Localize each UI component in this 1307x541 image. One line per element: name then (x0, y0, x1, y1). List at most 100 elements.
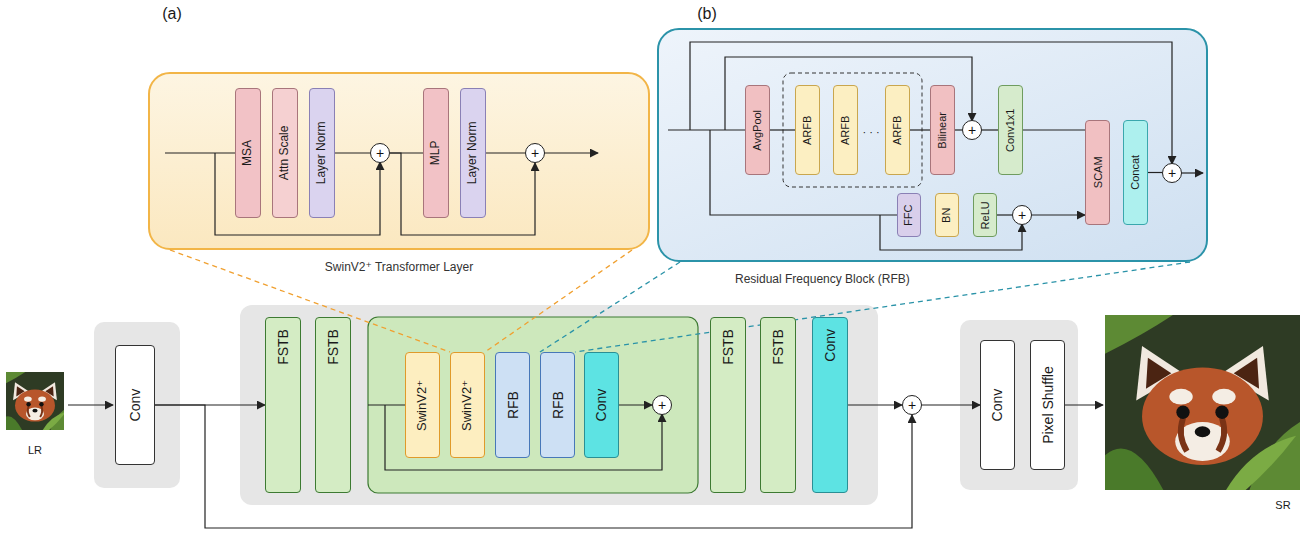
fstb-box: FSTB (760, 317, 796, 493)
connector (619, 404, 652, 405)
box-label: Layer Norm (315, 122, 329, 185)
box-label: Conv (989, 389, 1005, 422)
zoom-leader (485, 250, 632, 352)
box-label: FSTB (720, 329, 736, 365)
box-label: SwinV2⁺ (415, 380, 430, 431)
box-label: FSTB (325, 329, 341, 365)
conv-box: Conv (115, 345, 155, 465)
operator-symbol: + (658, 398, 666, 412)
box-label: FSTB (275, 329, 291, 365)
connector (486, 152, 525, 153)
rfb-box: RFB (495, 352, 530, 458)
box-label: Bilinear (936, 112, 949, 149)
box-label: ARFB (891, 115, 904, 144)
sum-node: + (902, 395, 922, 415)
box-label: Attn Scale (278, 126, 292, 181)
conv-box: Conv (980, 340, 1015, 470)
norm-box: Layer Norm (309, 88, 335, 218)
process-box: Attn Scale (272, 88, 298, 218)
process-box: MSA (235, 88, 261, 218)
swin-box: SwinV2⁺ (405, 352, 440, 458)
sum-node: + (1012, 205, 1032, 225)
wire (68, 404, 113, 405)
connector (955, 129, 962, 130)
process-box: Conv1x1 (998, 85, 1023, 175)
operator-symbol: + (968, 123, 976, 137)
box-label: MSA (241, 140, 255, 166)
rfb-box: RFB (540, 352, 575, 458)
lr-image (3, 372, 67, 430)
box-label: ARFB (839, 115, 852, 144)
fstb-box: FSTB (265, 317, 301, 493)
process-box: MLP (423, 88, 449, 218)
box-label: FFC (903, 204, 916, 225)
box-label: Conv1x1 (1004, 108, 1017, 151)
sum-node: + (1162, 163, 1182, 183)
panel-tag: (b) (697, 4, 717, 23)
operator-symbol: + (908, 398, 916, 412)
panel-caption: Residual Frequency Block (RFB) (735, 272, 1282, 286)
label-holder: SR (1223, 495, 1307, 513)
box-label: MLP (429, 141, 443, 166)
fstb-group (368, 317, 698, 493)
box-label: RFB (549, 391, 565, 419)
connector (848, 404, 902, 405)
norm-box: Layer Norm (460, 88, 486, 218)
process-box: ReLU (973, 193, 997, 237)
zoom-leader (540, 262, 680, 352)
dashed-group (783, 73, 922, 187)
conv-box: Conv (584, 352, 619, 458)
process-box: ARFB (885, 85, 910, 175)
box-label: ARFB (801, 115, 814, 144)
operator-symbol: + (531, 146, 539, 160)
box-label: Concat (1129, 155, 1142, 190)
box-label: Layer Norm (466, 122, 480, 185)
panel-caption: SwinV2⁺ Transformer Layer (150, 260, 648, 274)
box-label: FSTB (770, 329, 786, 365)
connector (922, 404, 980, 405)
box-label: BN (941, 207, 954, 222)
connector (1032, 214, 1085, 215)
box-label: Conv (127, 389, 143, 422)
connector (1023, 129, 1085, 130)
connector (982, 129, 998, 130)
connector (1148, 172, 1162, 173)
connector (910, 129, 930, 130)
layer-panel: SwinV2⁺ Transformer LayerMSAAttn ScaleLa… (148, 72, 650, 250)
box-label: SCAM (1091, 157, 1104, 189)
connector (335, 152, 370, 153)
label-holder: LR (0, 440, 95, 458)
fstb-box: FSTB (710, 317, 746, 493)
wire (368, 404, 405, 405)
image-label: LR (28, 444, 42, 457)
wire (165, 152, 235, 153)
process-box: FFC (897, 193, 921, 237)
box-label: Conv (822, 329, 838, 362)
wire (668, 129, 745, 130)
label-holder: (b) (647, 4, 767, 23)
box-label: Conv (593, 389, 609, 422)
process-box: SCAM (1085, 120, 1110, 225)
sum-node: + (370, 143, 390, 163)
wire (1065, 404, 1103, 405)
label-holder: · · · (811, 122, 931, 140)
process-box: ARFB (795, 85, 820, 175)
box-label: SwinV2⁺ (460, 380, 475, 431)
operator-symbol: + (1018, 208, 1026, 222)
connector (770, 129, 795, 130)
box-label: Pixel Shuffle (1039, 366, 1055, 444)
sum-node: + (525, 143, 545, 163)
sum-node: + (652, 395, 672, 415)
panel-tag: (a) (162, 4, 182, 23)
box-label: ReLU (979, 201, 992, 229)
fstb-box: FSTB (315, 317, 351, 493)
block-panel: Residual Frequency Block (RFB)AvgPoolARF… (657, 28, 1208, 262)
sum-node: + (962, 120, 982, 140)
conv-box: Conv (812, 317, 848, 493)
image-label: SR (1275, 499, 1290, 512)
operator-symbol: + (376, 146, 384, 160)
process-box: Concat (1123, 120, 1148, 225)
label-holder: (a) (112, 4, 232, 23)
